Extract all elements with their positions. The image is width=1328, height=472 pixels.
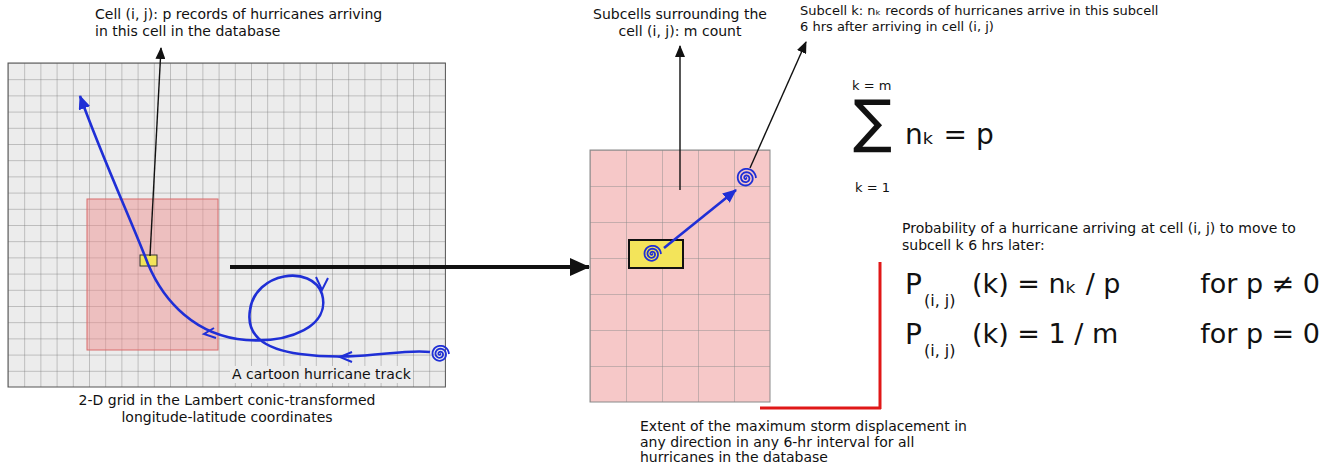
equation-subscript: (i, j) xyxy=(924,291,956,311)
extent-bracket xyxy=(879,262,882,409)
panel-caption: 2-D grid in the Lambert conic-transforme… xyxy=(56,392,398,426)
leader-line xyxy=(679,46,680,190)
sum-limit: k = 1 xyxy=(855,180,890,196)
note-text: Extent of the maximum storm displacement… xyxy=(640,419,985,466)
track-direction xyxy=(340,352,352,362)
hurricane-track xyxy=(80,96,430,357)
equation-condition: for p = 0 xyxy=(1200,318,1320,351)
callout-text: Cell (i, j): p records of hurricanes arr… xyxy=(95,6,395,40)
cell-marker xyxy=(629,240,683,268)
flow-arrow xyxy=(230,265,589,269)
equation-subscript: (i, j) xyxy=(924,341,956,361)
map-grid-lines xyxy=(8,63,445,387)
hurricane-symbol xyxy=(645,246,662,261)
equation: P xyxy=(905,318,922,352)
equation: (k) = nₖ / p xyxy=(972,268,1121,301)
hurricane-symbol xyxy=(738,169,756,186)
map-grid xyxy=(8,63,445,387)
equation: P xyxy=(905,268,922,302)
leader-line xyxy=(150,48,161,256)
grid-panel: 2-D grid in the Lambert conic-transforme… xyxy=(8,63,445,387)
extent-bracket xyxy=(760,407,881,410)
track-label: A cartoon hurricane track xyxy=(230,366,413,383)
sum-symbol: ∑ xyxy=(853,88,892,155)
equation: nₖ = p xyxy=(905,118,994,152)
callout-text: Subcell k: nₖ records of hurricanes arri… xyxy=(800,3,1160,35)
storm-move xyxy=(664,190,736,248)
subcell-panel: Subcells surrounding the cell (i, j): m … xyxy=(590,150,770,402)
track-direction xyxy=(204,328,216,338)
note-text: Probability of a hurricane arriving at c… xyxy=(902,220,1320,254)
track-direction xyxy=(316,277,328,290)
map-grid-border xyxy=(8,63,445,387)
hurricane-symbol xyxy=(433,346,450,361)
equation: (k) = 1 / m xyxy=(972,318,1118,351)
leader-line xyxy=(750,42,806,168)
panel-heading: Subcells surrounding the cell (i, j): m … xyxy=(580,6,780,40)
equation-condition: for p ≠ 0 xyxy=(1200,268,1320,301)
